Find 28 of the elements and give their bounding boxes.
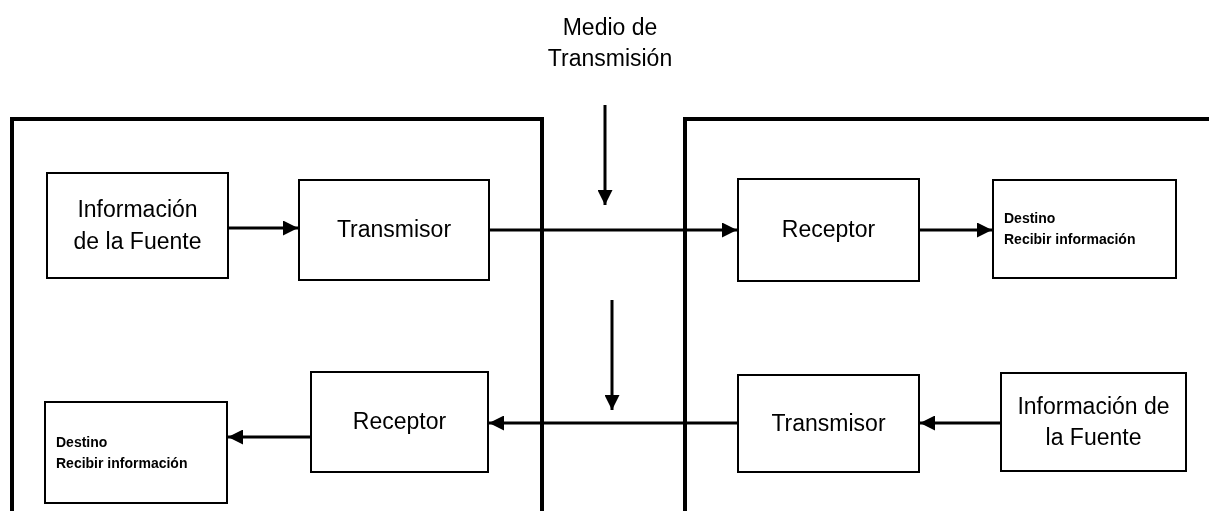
block-box: [737, 178, 920, 282]
block-label: Información de la Fuente: [1016, 391, 1171, 452]
arrow: [920, 222, 992, 238]
arrow: [490, 222, 737, 238]
block-box: [1000, 372, 1187, 472]
block-box: [310, 371, 489, 473]
arrow: [920, 415, 1000, 431]
medium-label: Medio de Transmisión: [546, 13, 674, 74]
block-title: Destino: [1004, 209, 1056, 228]
block-label: Transmisor: [771, 408, 886, 438]
block-box: [298, 179, 490, 281]
block-box: [46, 172, 229, 279]
leader-line: [597, 105, 613, 205]
block-box: [44, 401, 228, 504]
block-label: Receptor: [352, 407, 447, 437]
arrow: [228, 429, 310, 445]
block-title: Destino: [56, 432, 108, 452]
arrow: [229, 220, 298, 236]
block-label: Receptor: [781, 215, 876, 245]
block-text: Recibir información: [56, 453, 188, 473]
system-frame: [10, 117, 544, 511]
block-box: [992, 179, 1177, 279]
block-text: Recibir información: [1004, 230, 1136, 249]
block-label: Información de la Fuente: [72, 195, 203, 256]
arrow: [489, 415, 737, 431]
block-box: [737, 374, 920, 473]
system-frame: [683, 117, 1209, 511]
block-label: Transmisor: [336, 215, 452, 245]
